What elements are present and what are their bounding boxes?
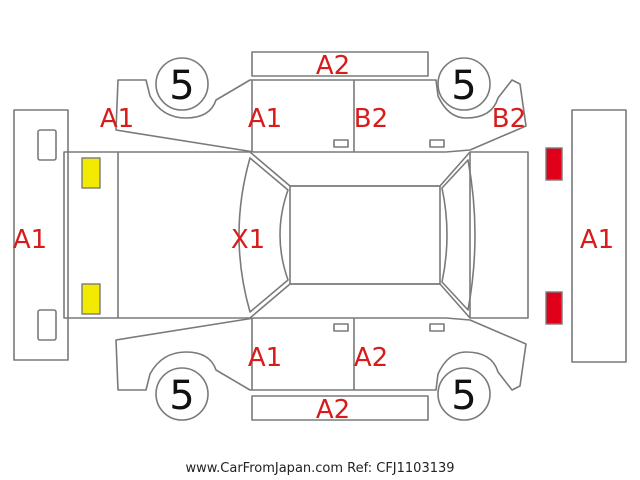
damage-label-front-bumper: A1 [13,225,47,255]
top-panel-strip [251,51,429,77]
footer-reference: www.CarFromJapan.com Ref: CFJ1103139 [185,461,454,476]
tyre-front-right: 5 [155,367,209,421]
headlight-top [81,157,101,189]
left-side-profile [115,79,527,153]
damage-label-bottom-panel: A2 [316,395,350,425]
tyre-rear-left-value: 5 [451,63,476,109]
damage-label-windshield: X1 [231,225,265,255]
bottom-panel-strip [251,395,429,421]
tyre-front-left: 5 [155,57,209,111]
car-top-view [63,151,529,319]
taillight-top [545,147,563,181]
tyre-rear-right-value: 5 [451,373,476,419]
damage-label-front-left-fender: A1 [100,104,134,134]
tyre-rear-right: 5 [437,367,491,421]
damage-label-rear-right-door: A2 [354,343,388,373]
damage-label-front-left-door: A1 [248,104,282,134]
rear-bumper-panel [571,109,627,363]
right-side-profile [115,317,527,391]
tyre-front-left-value: 5 [169,63,194,109]
damage-label-top-panel: A2 [316,51,350,81]
damage-label-rear-left-door: B2 [354,104,388,134]
tyre-rear-left: 5 [437,57,491,111]
taillight-bottom [545,291,563,325]
headlight-bottom [81,283,101,315]
front-bumper-panel [13,109,69,361]
tyre-front-right-value: 5 [169,373,194,419]
damage-label-rear-left-quarter: B2 [492,104,526,134]
damage-label-rear-bumper: A1 [580,225,614,255]
damage-label-front-right-door: A1 [248,343,282,373]
